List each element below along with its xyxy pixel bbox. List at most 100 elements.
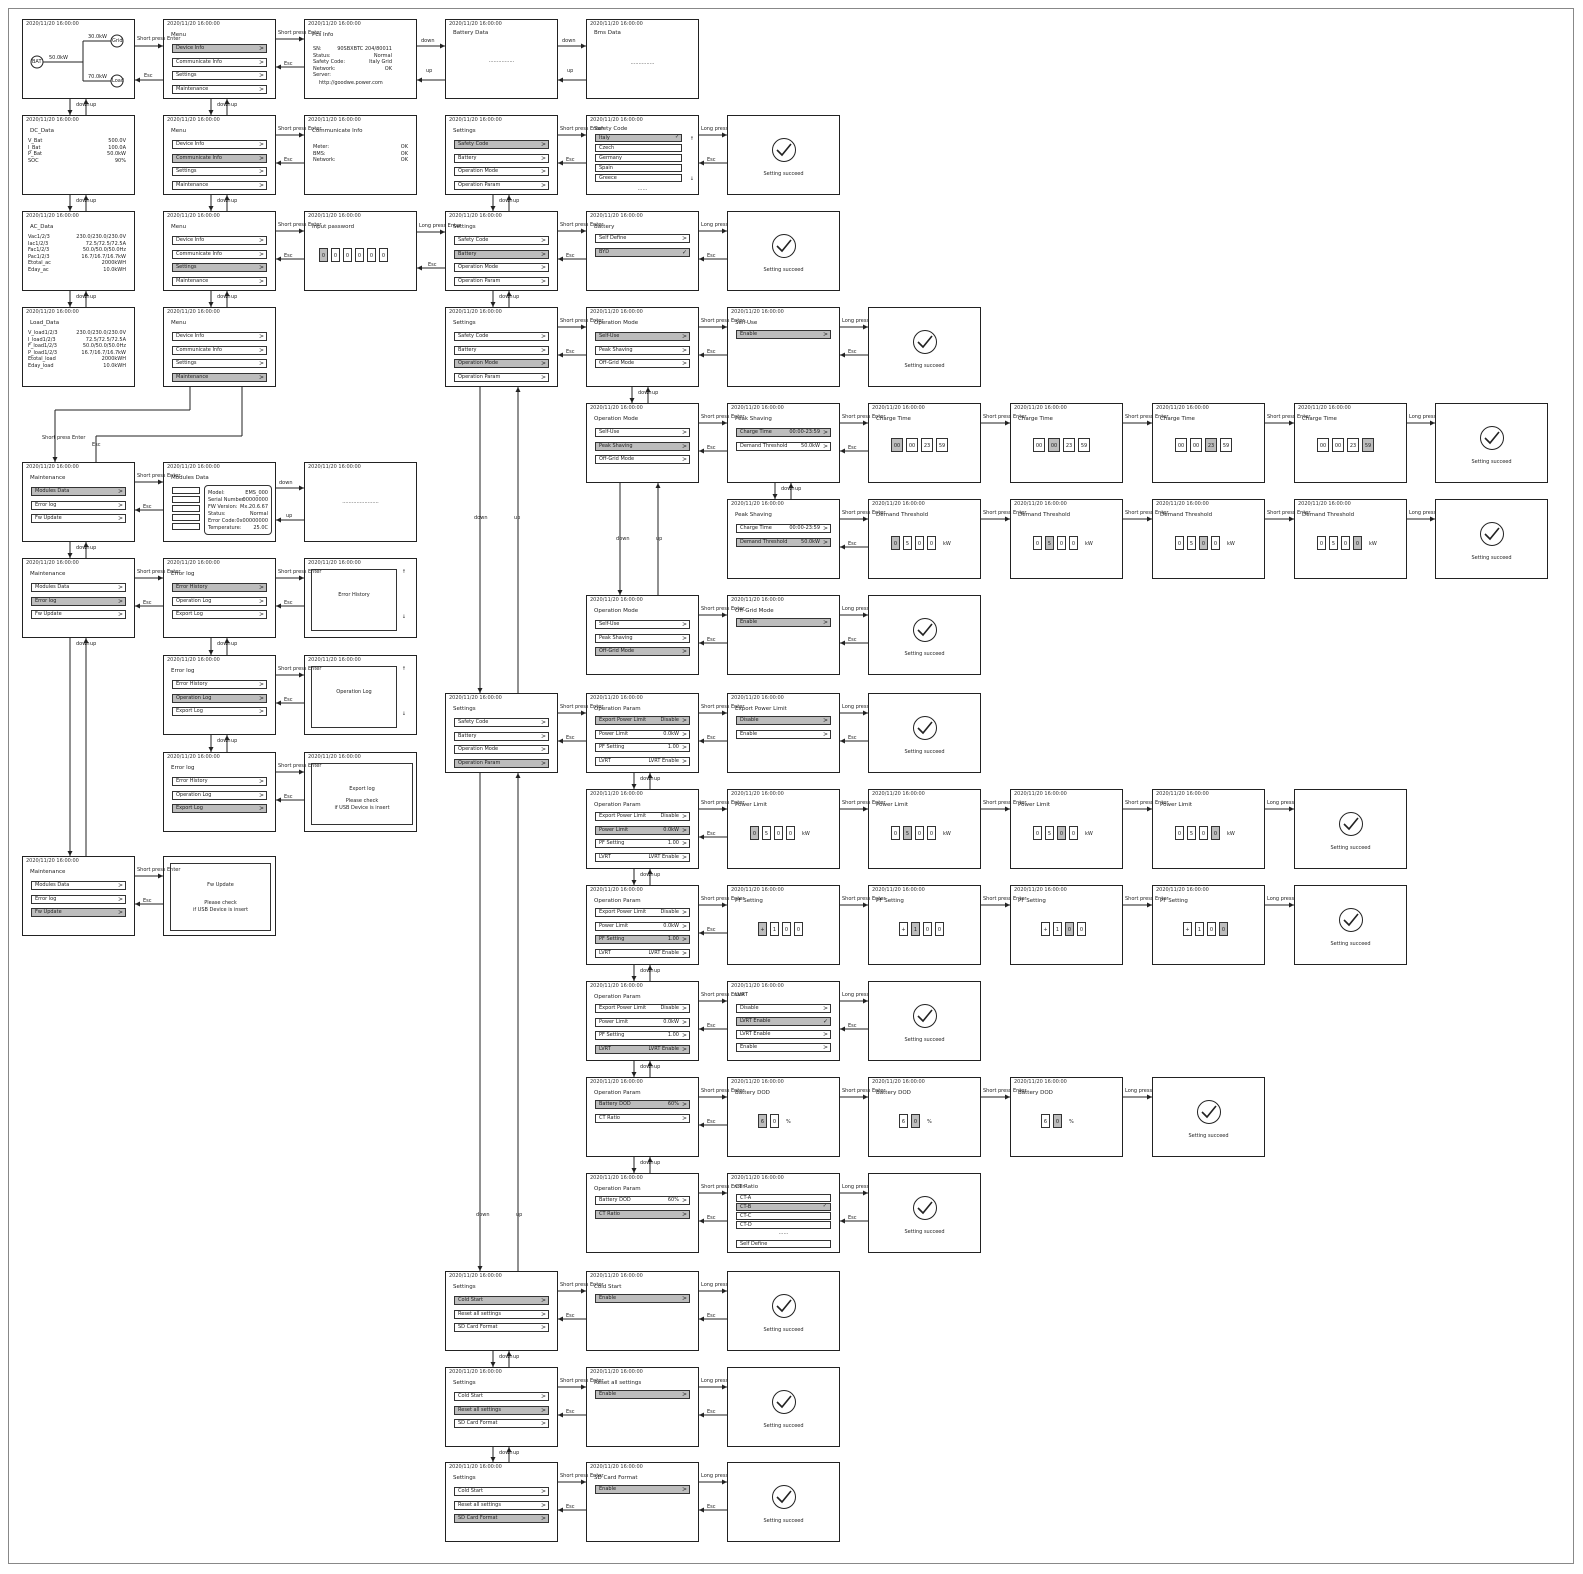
menu-item[interactable]: Self-Use> (595, 620, 690, 629)
digit-box[interactable]: 0 (1353, 536, 1362, 550)
ct-option[interactable]: CT-C (736, 1212, 831, 1220)
menu-item[interactable]: Peak Shaving> (595, 345, 690, 355)
menu-item[interactable]: Maintenance> (172, 276, 267, 286)
menu-item[interactable]: Settings> (172, 167, 267, 176)
menu-item[interactable]: Maintenance> (172, 84, 267, 94)
digit-box[interactable]: 6 (758, 1114, 767, 1128)
digit-box[interactable]: 59 (936, 438, 948, 452)
menu-item[interactable]: Settings> (172, 359, 267, 368)
digit-box[interactable]: 0 (1199, 826, 1208, 840)
menu-item[interactable]: Device Info> (172, 44, 267, 53)
menu-item[interactable]: Export Log> (172, 610, 267, 619)
digit-box[interactable]: 6 (1041, 1114, 1050, 1128)
menu-item[interactable]: Error log> (31, 500, 126, 510)
digit-box[interactable]: 59 (1362, 438, 1374, 452)
menu-item[interactable]: Safety Code> (454, 718, 549, 727)
digit-box[interactable]: 0 (1033, 826, 1042, 840)
digit-box[interactable]: 00 (1175, 438, 1187, 452)
digit-box[interactable]: 0 (1065, 922, 1074, 936)
ct-self-define[interactable]: Self Define (736, 1240, 831, 1248)
digit-box[interactable]: 00 (1048, 438, 1060, 452)
menu-item[interactable]: Safety Code> (454, 332, 549, 341)
menu-item[interactable]: Disable> (736, 1004, 831, 1013)
digit-box[interactable]: 00 (906, 438, 918, 452)
digit-box[interactable]: 5 (1045, 826, 1054, 840)
digit-box[interactable]: 0 (1069, 826, 1078, 840)
menu-item[interactable]: Enable> (736, 729, 831, 739)
digit-box[interactable]: + (1183, 922, 1192, 936)
digit-box[interactable]: 0 (915, 826, 924, 840)
menu-item[interactable]: Enable> (736, 618, 831, 627)
digit-box[interactable]: 5 (903, 536, 912, 550)
digit-box[interactable]: 0 (1069, 536, 1078, 550)
digit-box[interactable]: 59 (1078, 438, 1090, 452)
safety-code-option[interactable]: Greece (595, 174, 682, 182)
digit-box[interactable]: 0 (786, 826, 795, 840)
menu-item[interactable]: Communicate Info> (172, 345, 267, 355)
menu-item[interactable]: Fw Update> (31, 908, 126, 917)
menu-item[interactable]: Maintenance> (172, 372, 267, 382)
menu-item[interactable]: Disable> (736, 716, 831, 725)
menu-item[interactable]: Operation Log> (172, 790, 267, 800)
menu-item[interactable]: Error History> (172, 777, 267, 786)
digit-box[interactable]: 0 (355, 248, 364, 262)
digit-box[interactable]: 0 (1077, 922, 1086, 936)
menu-item[interactable]: Peak Shaving> (595, 633, 690, 643)
menu-item[interactable]: SD Card Format> (454, 1514, 549, 1523)
digit-box[interactable]: 0 (1057, 826, 1066, 840)
menu-item[interactable]: Export Log> (172, 707, 267, 716)
menu-item[interactable]: Self-Use> (595, 332, 690, 341)
digit-box[interactable]: 0 (915, 536, 924, 550)
digit-box[interactable]: 0 (1211, 536, 1220, 550)
menu-item[interactable]: Enable> (736, 330, 831, 339)
digit-box[interactable]: 00 (891, 438, 903, 452)
menu-item[interactable]: CT Ratio> (595, 1209, 690, 1219)
digit-box[interactable]: 0 (927, 826, 936, 840)
digit-box[interactable]: 0 (935, 922, 944, 936)
menu-item[interactable]: Operation Mode> (454, 359, 549, 368)
digit-box[interactable]: 5 (1187, 826, 1196, 840)
digit-box[interactable]: 0 (770, 1114, 779, 1128)
menu-item[interactable]: Error log> (31, 894, 126, 904)
menu-item[interactable]: Settings> (172, 71, 267, 80)
menu-item[interactable]: Enable> (595, 1485, 690, 1494)
menu-item[interactable]: Error log> (31, 596, 126, 606)
digit-box[interactable]: 0 (1199, 536, 1208, 550)
digit-box[interactable]: 5 (1045, 536, 1054, 550)
digit-box[interactable]: 0 (1211, 826, 1220, 840)
digit-box[interactable]: 00 (1190, 438, 1202, 452)
menu-item[interactable]: Safety Code> (454, 236, 549, 245)
digit-box[interactable]: 5 (903, 826, 912, 840)
menu-item[interactable]: SD Card Format> (454, 1419, 549, 1428)
menu-item[interactable]: Operation Mode> (454, 167, 549, 176)
menu-item[interactable]: Self-Use> (595, 428, 690, 437)
menu-item[interactable]: Reset all settings> (454, 1309, 549, 1319)
menu-item[interactable]: SD Card Format> (454, 1323, 549, 1332)
menu-item[interactable]: Operation Param> (454, 372, 549, 382)
menu-item[interactable]: Operation Mode> (454, 263, 549, 272)
menu-item[interactable]: CT Ratio> (595, 1113, 690, 1123)
menu-item[interactable]: Operation Param> (454, 758, 549, 768)
menu-item[interactable]: Off-Grid Mode> (595, 647, 690, 656)
digit-box[interactable]: 0 (1033, 536, 1042, 550)
menu-item[interactable]: Communicate Info> (172, 57, 267, 67)
menu-item[interactable]: Maintenance> (172, 180, 267, 190)
menu-item[interactable]: Settings> (172, 263, 267, 272)
digit-box[interactable]: 0 (911, 1114, 920, 1128)
digit-box[interactable]: 0 (1219, 922, 1228, 936)
menu-item[interactable]: Error History> (172, 583, 267, 592)
menu-item[interactable]: Enable> (595, 1390, 690, 1399)
safety-code-option[interactable]: Spain (595, 164, 682, 172)
digit-box[interactable]: 0 (343, 248, 352, 262)
digit-box[interactable]: 0 (891, 826, 900, 840)
